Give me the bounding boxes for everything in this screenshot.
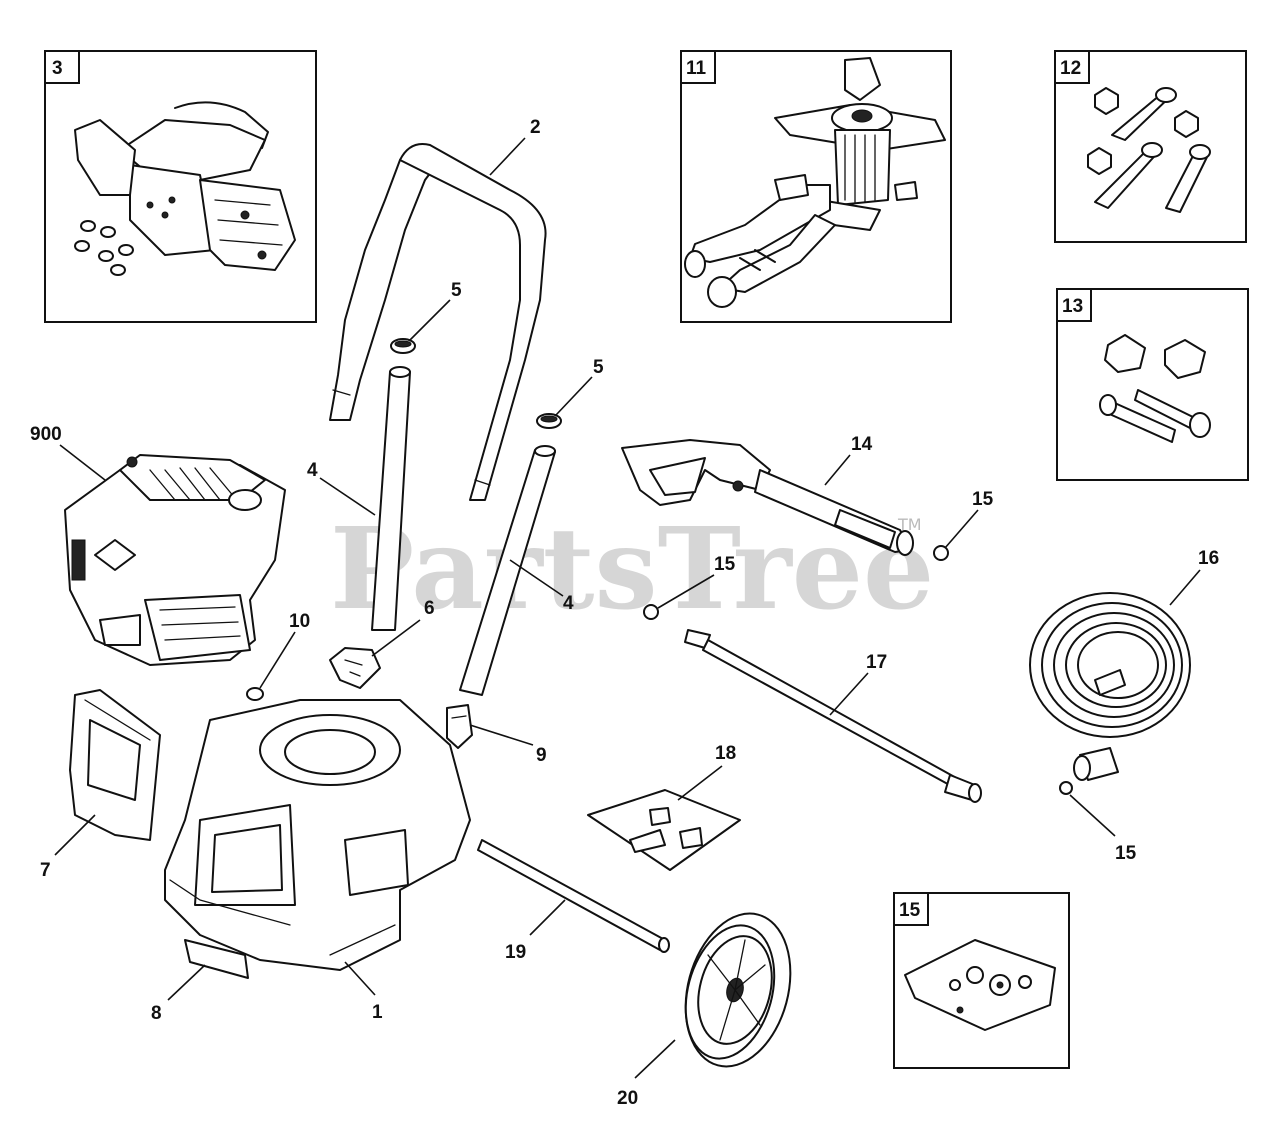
kit-box-12[interactable]: 12 [1054, 50, 1247, 243]
leader-lines [54, 137, 1201, 1079]
oring-15a[interactable] [933, 545, 949, 561]
callout-16[interactable]: 16 [1198, 548, 1219, 569]
screws-icon [74, 220, 134, 276]
handle-mount-bracket-9[interactable] [446, 704, 473, 749]
knobs-icon [1099, 334, 1211, 443]
callout-15-gun[interactable]: 15 [972, 489, 994, 510]
tube-cap-right[interactable] [536, 413, 562, 429]
plug-10[interactable] [246, 687, 264, 701]
handle-mount-bracket-6[interactable] [329, 647, 381, 689]
callout-5-right[interactable]: 5 [593, 357, 604, 378]
engine-part[interactable] [64, 454, 286, 666]
callout-5-left[interactable]: 5 [451, 280, 462, 301]
callout-6[interactable]: 6 [424, 598, 435, 619]
kit-box-11[interactable]: 11 [680, 50, 952, 323]
callout-15-hose[interactable]: 15 [1115, 843, 1137, 864]
callout-900[interactable]: 900 [30, 424, 62, 445]
control-panel-icon [904, 939, 1056, 1031]
kit-box-13-label: 13 [1062, 296, 1083, 317]
callouts: 2 5 5 900 4 4 14 15 15 16 10 6 17 9 18 7… [30, 117, 1219, 1109]
callout-19[interactable]: 19 [505, 942, 526, 963]
bolts-icon [1087, 87, 1211, 213]
callout-18[interactable]: 18 [715, 743, 736, 764]
callout-17[interactable]: 17 [866, 652, 887, 673]
callout-7[interactable]: 7 [40, 860, 51, 881]
lower-tube-left[interactable] [371, 366, 411, 631]
callout-4-right[interactable]: 4 [563, 593, 574, 614]
hose-part[interactable] [1029, 592, 1191, 781]
spray-wand-part[interactable] [684, 629, 982, 803]
callout-20[interactable]: 20 [617, 1088, 638, 1109]
kit-box-3[interactable]: 3 [44, 50, 317, 323]
kit-box-12-label: 12 [1060, 58, 1081, 79]
oring-15b[interactable] [643, 604, 659, 620]
kit-box-13[interactable]: 13 [1056, 288, 1249, 481]
tube-cap-left[interactable] [390, 338, 416, 354]
kit-box-3-label: 3 [52, 58, 63, 79]
callout-9[interactable]: 9 [536, 745, 547, 766]
callout-14[interactable]: 14 [851, 434, 873, 455]
foot-8[interactable] [184, 939, 249, 979]
kit-box-11-label: 11 [686, 58, 707, 79]
watermark-trademark: TM [897, 515, 922, 534]
wheel-part[interactable] [670, 902, 807, 1079]
handle-grip-7[interactable] [69, 689, 161, 841]
callout-10[interactable]: 10 [289, 611, 310, 632]
kit-box-15-label: 15 [899, 900, 921, 921]
frame-part[interactable] [164, 699, 471, 971]
lower-tube-right[interactable] [459, 445, 556, 696]
handle-bracket-icon [74, 101, 296, 271]
callout-4-left[interactable]: 4 [307, 460, 318, 481]
kit-box-15[interactable]: 15 [893, 892, 1070, 1069]
callout-1[interactable]: 1 [372, 1002, 383, 1023]
oring-15c[interactable] [1059, 781, 1073, 795]
pump-icon [684, 57, 946, 308]
callout-2[interactable]: 2 [530, 117, 541, 138]
upper-handle-part[interactable] [329, 143, 547, 501]
axle-part[interactable] [477, 839, 670, 953]
callout-15-wand[interactable]: 15 [714, 554, 736, 575]
spray-gun-part[interactable] [621, 439, 914, 556]
parts-bag-18[interactable] [587, 789, 741, 871]
callout-8[interactable]: 8 [151, 1003, 162, 1024]
